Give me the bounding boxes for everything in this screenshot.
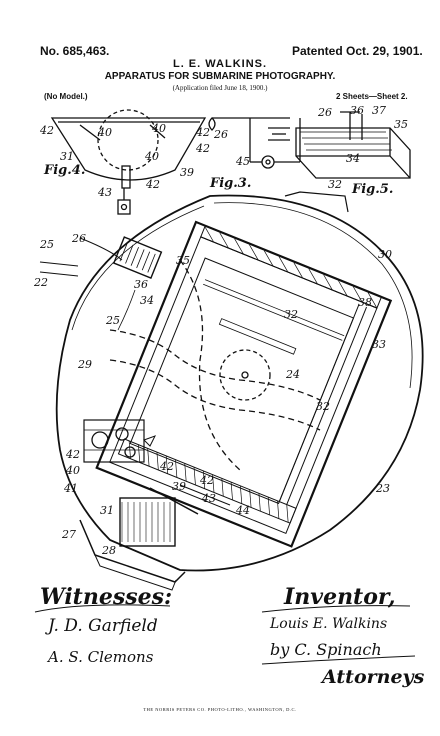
main-figure-drawing [39,191,424,591]
ref-number: 34 [140,294,154,307]
ref-number: 26 [318,106,332,119]
ref-number: 34 [346,152,360,165]
ref-number: 30 [378,248,392,261]
ref-number: 36 [134,278,148,291]
ref-number: 24 [286,368,300,381]
ref-number: 31 [60,150,74,163]
fig5-label: Fig.5. [352,182,394,197]
ref-number: 43 [98,186,112,199]
ref-number: 40 [98,126,112,139]
ref-number: 42 [146,178,160,191]
witness-signature-1: J. D. Garfield [48,616,158,636]
ref-number: 41 [64,482,78,495]
ref-number: 35 [394,118,408,131]
inventor-signature: Louis E. Walkins [270,616,388,632]
ref-number: 27 [62,528,76,541]
ref-number: 42 [196,126,210,139]
ref-number: 26 [214,128,228,141]
agent-signature: by C. Spinach [270,640,382,659]
figure-5-drawing [295,111,411,179]
ref-number: 37 [372,104,386,117]
ref-number: 40 [152,122,166,135]
sheet-number: 2 Sheets—Sheet 2. [336,92,408,101]
ref-number: 44 [236,504,250,517]
witness-signature-2: A. S. Clemons [48,648,154,666]
ref-number: 32 [328,178,342,191]
fig4-label: Fig.4. [44,163,86,178]
ref-number: 25 [106,314,120,327]
ref-number: 35 [176,254,190,267]
clockwork-drawing [83,419,157,463]
ref-number: 31 [100,504,114,517]
ref-number: 22 [34,276,48,289]
ref-number: 42 [200,474,214,487]
ref-number: 29 [78,358,92,371]
ref-number: 42 [160,460,174,473]
model-note: (No Model.) [44,92,88,101]
ref-number: 32 [316,400,330,413]
ref-number: 28 [102,544,116,557]
ref-number: 25 [40,238,54,251]
figure-3-drawing [208,117,301,169]
ref-number: 33 [372,338,386,351]
figure-4-drawing [50,109,207,215]
patent-title: APPARATUS FOR SUBMARINE PHOTOGRAPHY. [104,71,336,82]
ref-number: 42 [196,142,210,155]
patent-number: No. 685,463. [40,44,110,58]
ref-number: 32 [284,308,298,321]
printer-credit: THE NORRIS PETERS CO. PHOTO-LITHO., WASH… [143,707,297,712]
ref-number: 40 [145,150,159,163]
ref-number: 40 [66,464,80,477]
inventor-name: L. E. WALKINS. [172,58,268,70]
ref-number: 42 [66,448,80,461]
fig3-label: Fig.3. [210,176,252,191]
ref-number: 42 [40,124,54,137]
ref-number: 39 [172,480,186,493]
application-date: (Application filed June 18, 1900.) [172,84,268,92]
witnesses-label: Witnesses: [40,584,173,610]
ref-number: 23 [376,482,390,495]
ref-number: 43 [202,492,216,505]
ref-number: 38 [358,296,372,309]
ref-number: 36 [350,104,364,117]
patent-date: Patented Oct. 29, 1901. [292,44,423,58]
attorneys-label: Attorneys [322,666,425,688]
inventor-label: Inventor, [284,584,396,610]
signature-lines [34,604,416,665]
ref-number: 39 [180,166,194,179]
ref-number: 26 [72,232,86,245]
ref-number: 45 [236,155,250,168]
